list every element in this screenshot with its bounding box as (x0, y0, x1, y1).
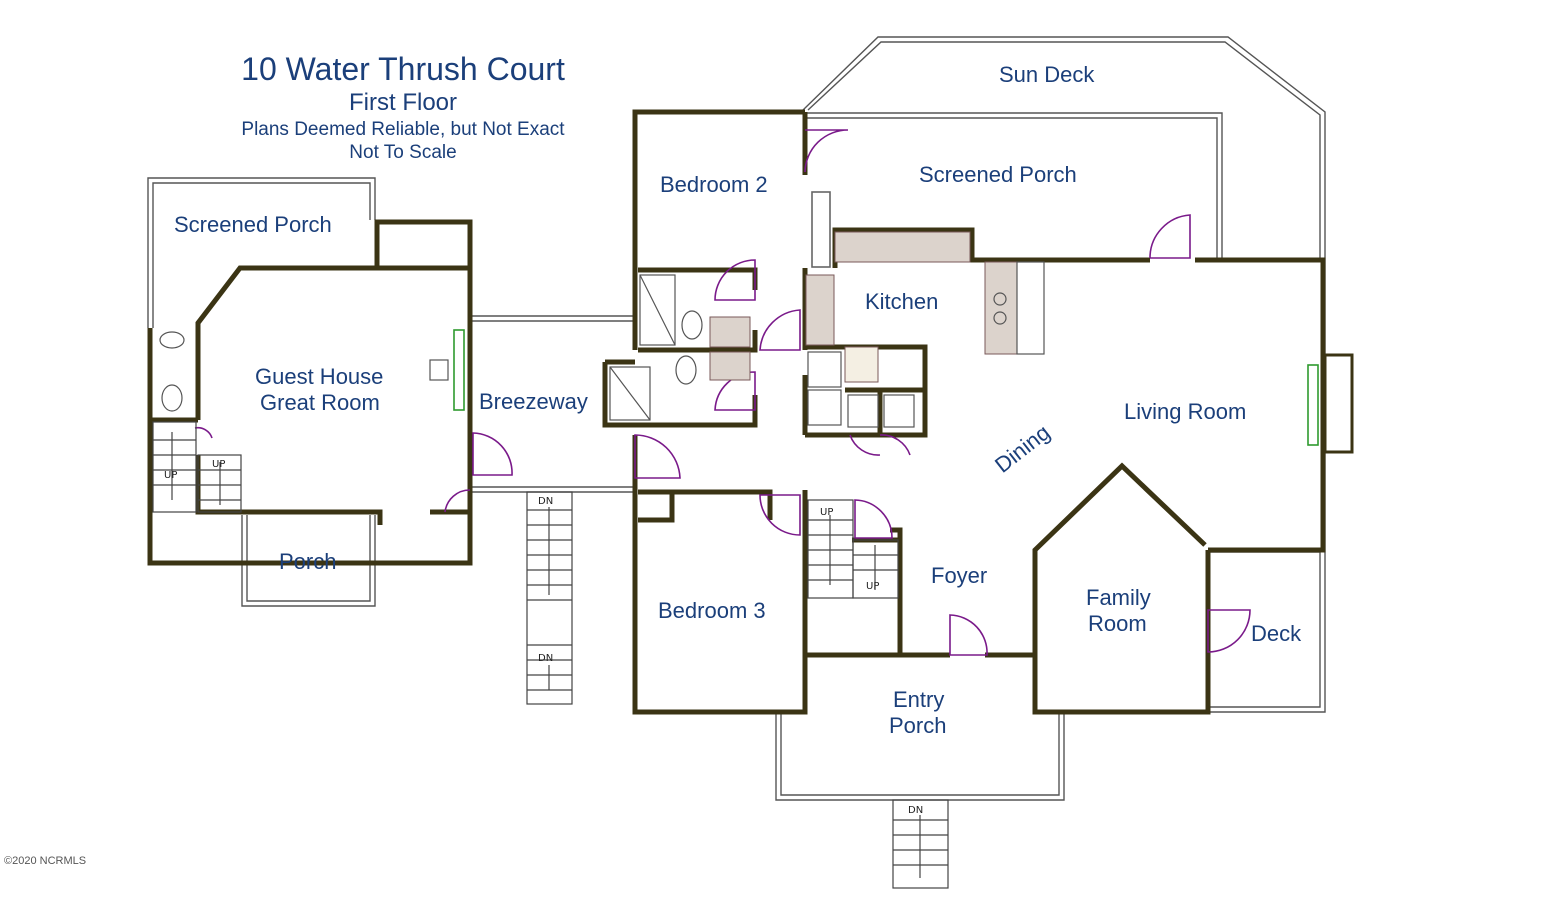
room-porch: Porch (279, 549, 337, 574)
plan-title-block: 10 Water Thrush Court First Floor Plans … (203, 50, 603, 164)
room-bedroom-3: Bedroom 3 (658, 598, 766, 623)
room-deck: Deck (1251, 621, 1302, 646)
plan-floor: First Floor (349, 89, 457, 116)
stair-dn-label-2: DN (538, 653, 553, 664)
room-guest-house-1: Guest House (255, 364, 384, 389)
room-family-1: Family (1086, 585, 1151, 610)
stair-dn-label-1: DN (538, 496, 553, 507)
room-guest-house-2: Great Room (260, 390, 380, 415)
copyright-text: ©2020 NCRMLS (4, 855, 87, 867)
room-family-2: Room (1088, 611, 1147, 636)
sun-deck-outline (802, 36, 1326, 713)
room-foyer: Foyer (931, 563, 988, 588)
room-bedroom-2: Bedroom 2 (660, 172, 768, 197)
room-guest-screened-porch: Screened Porch (174, 212, 332, 237)
stair-up-label-3: UP (164, 470, 177, 481)
plan-title: 10 Water Thrush Court (241, 51, 565, 87)
room-sun-deck: Sun Deck (999, 62, 1095, 87)
room-entry-1: Entry (893, 687, 945, 712)
stair-up-label-2: UP (866, 581, 879, 592)
stair-up-label-1: UP (820, 507, 833, 518)
room-entry-2: Porch (889, 713, 947, 738)
room-breezeway: Breezeway (479, 389, 588, 414)
room-screened-porch: Screened Porch (919, 162, 1077, 187)
stair-up-label-4: UP (212, 459, 225, 470)
guest-screened-porch-outline (147, 177, 376, 328)
room-kitchen: Kitchen (865, 289, 939, 314)
screened-porch-outline (805, 112, 1223, 258)
stair-dn-label-3: DN (908, 805, 923, 816)
plan-scale-note: Not To Scale (349, 142, 457, 163)
room-living-room: Living Room (1124, 399, 1247, 424)
plan-disclaimer: Plans Deemed Reliable, but Not Exact (241, 119, 565, 140)
